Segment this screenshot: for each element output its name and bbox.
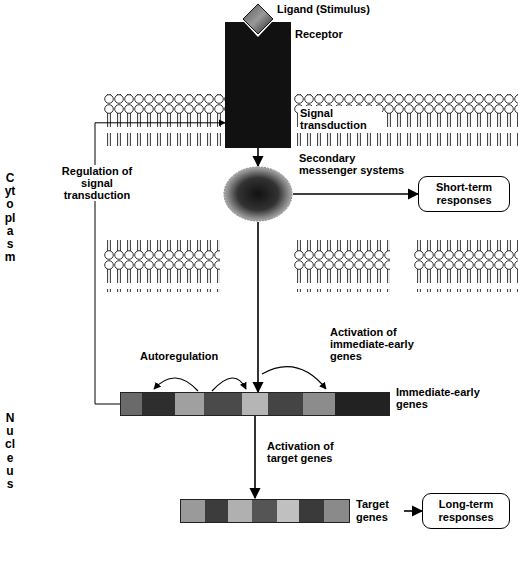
gene-stripes	[120, 392, 390, 416]
nuclear-membrane	[104, 240, 518, 292]
signal-arrow	[254, 416, 256, 498]
ellipse-shape	[223, 166, 293, 222]
process-label: Activation of immediate-early genes	[330, 326, 425, 362]
gene-stripes	[180, 499, 350, 523]
receptor-block: Receptor	[225, 22, 291, 148]
response-text: Long-term responses	[428, 498, 504, 524]
edge-label: Activation of target genes	[265, 440, 359, 464]
region-label: Cytoplasm	[4, 172, 16, 264]
autoregulation-arrows	[154, 367, 326, 391]
messenger-ellipse: Secondary messenger systems	[223, 166, 293, 222]
gene-bar: Immediate-early genes	[120, 392, 390, 416]
gene-label: Immediate-early genes	[396, 386, 511, 410]
node-label: Receptor	[295, 28, 343, 40]
edge-label: Regulation of signal transduction	[53, 165, 141, 201]
response-box: Long-term responses	[422, 493, 510, 529]
receptor-shape	[225, 22, 291, 148]
membrane-label: Signal transduction	[298, 106, 382, 132]
signal-arrow	[293, 193, 418, 195]
signal-arrow	[257, 148, 259, 166]
gene-bar: Target genes	[180, 498, 404, 524]
gene-label: Target genes	[356, 498, 404, 524]
response-box: Short-term responses	[418, 176, 510, 212]
plasma-membrane	[104, 94, 518, 146]
region-label: Nucleus	[4, 412, 16, 491]
signal-arrow	[404, 510, 422, 512]
process-label: Autoregulation	[140, 350, 218, 362]
node-label: Ligand (Stimulus)	[277, 3, 370, 15]
response-text: Short-term responses	[424, 181, 504, 207]
node-label: Secondary messenger systems	[299, 152, 411, 176]
signal-arrow	[257, 222, 259, 392]
